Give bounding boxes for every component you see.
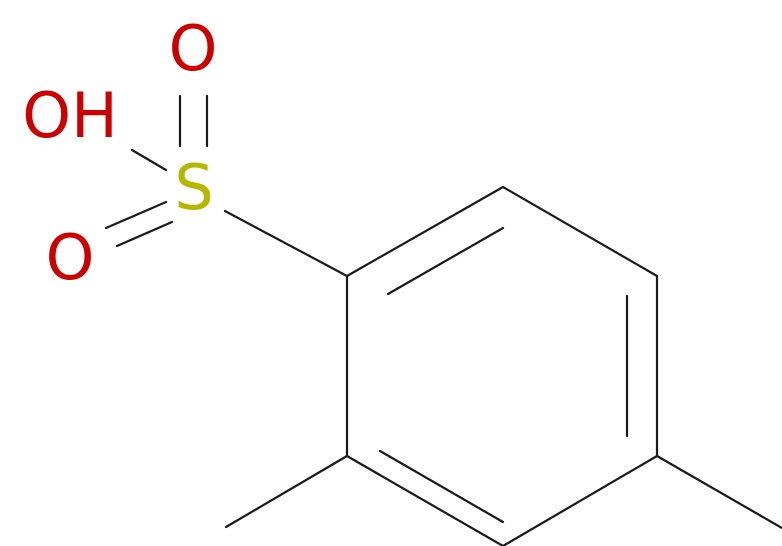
ring-bond-1 (345, 185, 505, 278)
bond-s-o-left-a (104, 200, 168, 230)
bond-s-oh (130, 148, 168, 172)
atom-labels: O OH S O (22, 12, 217, 294)
bonds (104, 94, 782, 546)
hydroxyl-label: OH (22, 79, 117, 152)
ring-bond-4 (501, 454, 659, 546)
oxygen-left-label: O (46, 221, 95, 294)
methyl-bond-left (224, 454, 349, 529)
ring-double-inner-1 (386, 226, 505, 296)
bond-s-ring (223, 209, 349, 278)
oxygen-top-label: O (169, 12, 218, 85)
methyl-bond-right (655, 454, 782, 530)
ring-bond-2 (501, 185, 659, 278)
ring-bond-5 (345, 454, 505, 546)
sulfur-label: S (174, 151, 213, 224)
ring-double-inner-3 (378, 449, 505, 524)
bond-s-o-left-b (115, 220, 174, 248)
